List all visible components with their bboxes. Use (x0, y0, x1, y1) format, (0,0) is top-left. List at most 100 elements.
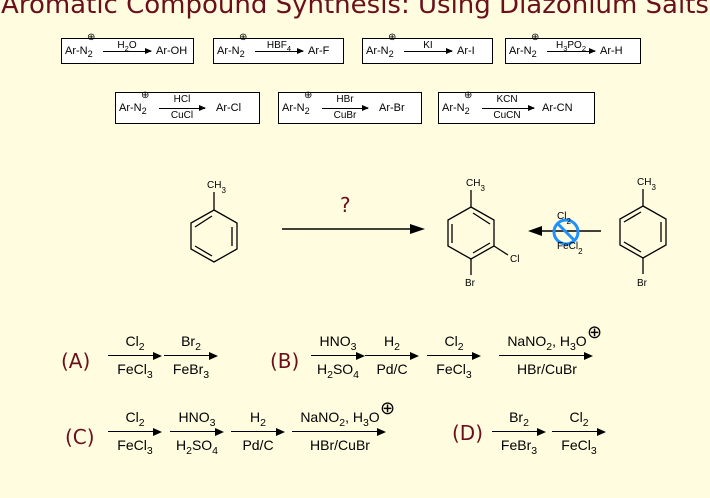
reagent-bottom: CuCl (170, 110, 194, 121)
reagent-top: Br2 (181, 333, 201, 353)
step-arrow (108, 426, 162, 437)
side-bromo-label: Br (637, 278, 648, 289)
reagent-top: HBF4 (266, 40, 292, 53)
reagent-top: NaNO2, H3O (507, 333, 587, 353)
step-arrow (231, 426, 285, 437)
step-arrow (499, 350, 593, 361)
reagent-bottom: FeCl3 (117, 361, 153, 381)
option-d-step-1: Br2 FeBr3 (490, 409, 548, 459)
toluene-structure (190, 192, 238, 263)
reagent-top: KI (423, 40, 433, 51)
plus-charge-icon: ⊕ (239, 32, 248, 43)
reagent-top: HBr (336, 94, 354, 105)
step-arrow (292, 426, 386, 437)
reagent-top: NaNO2, H3O (300, 409, 380, 429)
blocked-arrow-head (528, 226, 542, 236)
reaction-arrow (103, 48, 152, 54)
product-label: Ar-OH (156, 45, 188, 57)
start-methyl-label: CH3 (207, 180, 226, 195)
blocked-reagent-bottom: FeCl2 (557, 241, 583, 256)
reagent-top: HNO3 (178, 409, 216, 429)
side-methyl-label: CH3 (637, 177, 656, 192)
product-methyl-label: CH3 (466, 178, 485, 193)
reagent-top: KCN (496, 94, 518, 105)
option-c-step-4: NaNO2, H3O HBr/CuBr (290, 409, 390, 459)
reagent-bottom: FeBr3 (172, 361, 210, 381)
option-b-step-1: HNO3 H2SO4 (309, 333, 367, 383)
reaction-box-fluoro: Ar-N2 ⊕ HBF4 Ar-F (213, 32, 344, 64)
option-c-step-1: Cl2 FeCl3 (106, 409, 164, 459)
reaction-arrow (322, 105, 369, 111)
reactant-label: Ar-N2 (366, 45, 394, 60)
page-title: Aromatic Compound Synthesis: Using Diazo… (1, 0, 709, 20)
option-b-step-2: H2 Pd/C (363, 333, 421, 383)
option-d-label: (D) (452, 421, 484, 445)
product-bromo-label: Br (465, 278, 476, 289)
option-d-step-2: Cl2 FeCl3 (550, 409, 608, 459)
option-a-step-2: Br2 FeBr3 (162, 333, 220, 383)
reactant-label: Ar-N2 (282, 102, 310, 117)
bromotoluene-structure (619, 189, 667, 274)
product-label: Ar-F (308, 45, 330, 57)
reaction-box-hydroxyl: Ar-N2 ⊕ H2O Ar-OH (61, 32, 194, 64)
reaction-box-cyano: Ar-N2 ⊕ KCN CuCN Ar-CN (438, 90, 595, 124)
plus-charge-icon: ⊕ (380, 398, 396, 418)
reaction-arrow (255, 48, 304, 54)
step-arrow (164, 350, 218, 361)
step-arrow (492, 426, 546, 437)
reagent-bottom: H2SO4 (316, 361, 360, 381)
plus-charge-icon: ⊕ (587, 322, 603, 342)
option-c-label: (C) (65, 425, 95, 449)
reagent-top: Br2 (509, 409, 529, 429)
reagent-bottom: H2SO4 (175, 437, 219, 457)
product-label: Ar-Br (379, 102, 405, 114)
option-b-step-4: NaNO2, H3O HBr/CuBr (497, 333, 597, 383)
product-label: Ar-Cl (216, 102, 242, 114)
reagent-top: Cl2 (569, 409, 589, 429)
plus-charge-icon: ⊕ (531, 32, 540, 43)
reaction-box-bromo: Ar-N2 ⊕ HBr CuBr Ar-Br (278, 90, 422, 124)
plus-charge-icon: ⊕ (464, 90, 473, 101)
reagent-top: HCl (173, 94, 191, 105)
option-c-step-3: H2 Pd/C (229, 409, 287, 459)
reagent-top: HNO3 (319, 333, 357, 353)
step-arrow (170, 426, 224, 437)
plus-charge-icon: ⊕ (304, 90, 313, 101)
reactant-label: Ar-N2 (217, 45, 245, 60)
step-arrow (552, 426, 606, 437)
reagent-top: H2O (117, 40, 137, 53)
product-label: Ar-I (457, 45, 475, 57)
reactant-label: Ar-N2 (509, 45, 537, 60)
reagent-top: H2 (250, 409, 266, 429)
reagent-top: H2 (384, 333, 400, 353)
step-arrow (427, 350, 481, 361)
option-b-label: (B) (270, 349, 300, 373)
reagent-bottom: HBr/CuBr (517, 361, 577, 377)
reagent-top: Cl2 (125, 409, 145, 429)
product-structure (447, 190, 509, 275)
plus-charge-icon: ⊕ (388, 32, 397, 43)
reaction-box-chloro: Ar-N2 ⊕ HCl CuCl Ar-Cl (115, 90, 260, 124)
product-label: Ar-H (600, 45, 623, 57)
reagent-bottom: CuBr (333, 110, 357, 121)
option-a-step-1: Cl2 FeCl3 (106, 333, 164, 383)
reagent-bottom: FeBr3 (500, 437, 538, 457)
step-arrow (108, 350, 162, 361)
product-chloro-label: Cl (510, 254, 519, 265)
prohibited-icon (552, 218, 580, 246)
reagent-bottom: FeCl3 (117, 437, 153, 457)
option-c-step-2: HNO3 H2SO4 (168, 409, 226, 459)
plus-charge-icon: ⊕ (141, 90, 150, 101)
reagent-top: H3PO2 (555, 40, 587, 53)
option-b-step-3: Cl2 FeCl3 (425, 333, 483, 383)
step-arrow (365, 350, 419, 361)
reactant-label: Ar-N2 (119, 102, 147, 117)
main-arrow-head (410, 224, 425, 234)
reaction-box-iodo: Ar-N2 ⊕ KI Ar-I (362, 32, 493, 64)
reactant-label: Ar-N2 (65, 45, 93, 60)
reagent-bottom: FeCl3 (436, 361, 472, 381)
reagent-bottom: Pd/C (376, 361, 408, 377)
plus-charge-icon: ⊕ (87, 32, 96, 43)
